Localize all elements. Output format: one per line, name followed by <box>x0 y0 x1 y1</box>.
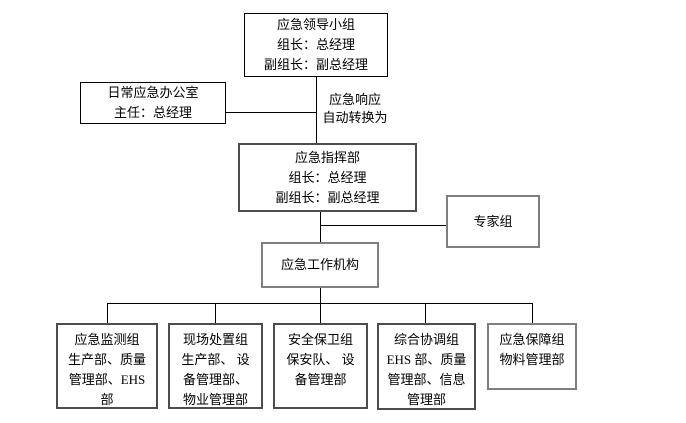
connector-work-drop <box>320 288 321 303</box>
connector-experts <box>320 225 446 226</box>
box-line: 管理部 <box>406 392 446 407</box>
connector-drop-monitoring <box>107 303 108 323</box>
daily-office-box: 日常应急办公室 主任：总经理 <box>80 82 226 124</box>
box-line: 生产部、质量 <box>67 352 146 367</box>
connector-command-work <box>320 212 321 242</box>
box-line: 主任：总经理 <box>113 105 192 120</box>
box-line: 管理部、信息 <box>387 372 466 387</box>
box-line: 副组长：副总经理 <box>275 189 380 205</box>
label-line: 自动转换为 <box>322 110 388 125</box>
box-line: 组长：总经理 <box>276 37 355 52</box>
box-line: 副组长：副总经理 <box>263 57 368 72</box>
connector-drop-support <box>532 303 533 323</box>
box-line: EHS 部、质量 <box>386 352 467 367</box>
box-line: 生产部、 设 <box>181 352 250 367</box>
box-line: 备管理部、 <box>182 372 248 387</box>
experts-box: 专家组 <box>446 195 540 248</box>
box-line: 保安队、 设 <box>286 352 355 367</box>
connector-leadership-command <box>316 77 317 143</box>
box-line: 应急监测组 <box>74 332 140 347</box>
box-line: 日常应急办公室 <box>107 85 199 100</box>
label-line: 应急响应 <box>328 92 381 107</box>
box-line: 应急领导小组 <box>276 17 355 32</box>
box-line: 应急工作机构 <box>280 257 359 272</box>
box-line: 应急指挥部 <box>294 149 360 165</box>
team-box-onsite: 现场处置组 生产部、 设 备管理部、 物业管理部 <box>168 323 263 409</box>
box-line: 部 <box>100 392 114 407</box>
box-line: 组长：总经理 <box>288 169 367 185</box>
connector-drop-security <box>320 303 321 323</box>
command-box: 应急指挥部 组长：总经理 副组长：副总经理 <box>238 143 417 212</box>
box-line: 专家组 <box>473 213 513 229</box>
connector-drop-onsite <box>215 303 216 323</box>
box-line: 应急保障组 <box>499 332 565 347</box>
box-line: 物业管理部 <box>182 392 248 407</box>
box-line: 综合协调组 <box>393 332 459 347</box>
team-box-monitoring: 应急监测组 生产部、质量 管理部、EHS 部 <box>56 323 158 409</box>
team-box-support: 应急保障组 物料管理部 <box>487 323 577 390</box>
team-box-security: 安全保卫组 保安队、 设 备管理部 <box>273 323 368 409</box>
box-line: 安全保卫组 <box>287 332 353 347</box>
connector-daily-office <box>226 112 316 113</box>
box-line: 现场处置组 <box>182 332 248 347</box>
box-line: 物料管理部 <box>499 352 565 367</box>
transition-label: 应急响应 自动转换为 <box>322 91 388 127</box>
box-line: 备管理部 <box>294 372 347 387</box>
connector-drop-coordination <box>425 303 426 323</box>
work-org-box: 应急工作机构 <box>261 242 379 288</box>
team-box-coordination: 综合协调组 EHS 部、质量 管理部、信息 管理部 <box>377 323 476 410</box>
box-line: 管理部、EHS <box>68 372 146 387</box>
leadership-box: 应急领导小组 组长：总经理 副组长：副总经理 <box>244 13 388 77</box>
